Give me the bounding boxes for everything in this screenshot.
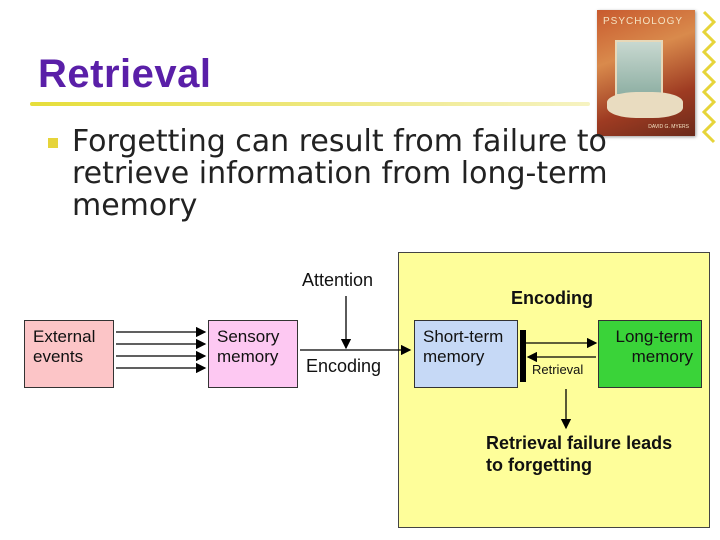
encoding-label: Encoding <box>306 356 382 376</box>
retrieval-label: Retrieval <box>532 362 584 377</box>
sensory-memory-box: Sensory memory <box>208 320 298 388</box>
bullet-marker <box>48 138 58 148</box>
book-cover-title: PSYCHOLOGY <box>603 16 684 27</box>
title-underline <box>30 102 590 106</box>
retrieval-barrier <box>520 330 526 382</box>
book-cover-image: PSYCHOLOGY DAVID G. MYERS <box>597 10 695 136</box>
bullet-text: Forgetting can result from failure to re… <box>72 124 608 223</box>
long-term-memory-box: Long-term memory <box>598 320 702 388</box>
short-term-memory-box: Short-term memory <box>414 320 518 388</box>
attention-label: Attention <box>302 270 374 290</box>
cover-window-art <box>615 40 663 96</box>
book-cover-author: DAVID G. MYERS <box>648 124 689 130</box>
cover-table-art <box>607 92 683 118</box>
zigzag-decoration <box>702 10 716 144</box>
memory-panel <box>398 252 710 528</box>
slide-title: Retrieval <box>38 52 212 96</box>
retrieval-failure-label: Retrieval failure leads to forgetting <box>486 433 673 475</box>
encoding-label-long-term: Encoding <box>511 288 593 308</box>
external-events-box: External events <box>24 320 114 388</box>
